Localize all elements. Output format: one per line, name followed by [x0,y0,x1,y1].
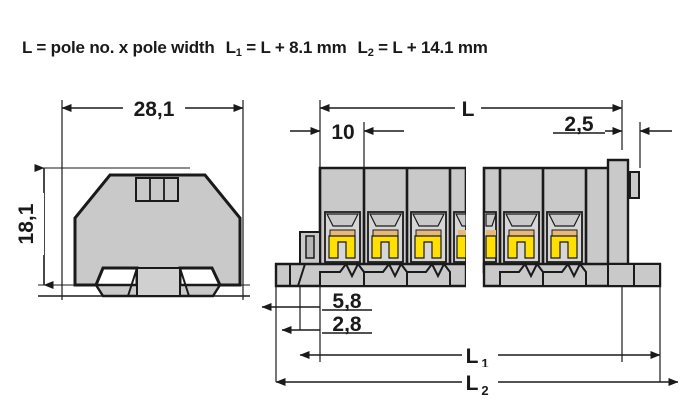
side-view-housing [73,173,242,287]
side-view-top-marking [135,177,179,202]
dim-label-pole-width: 10 [331,121,354,144]
formula-l2-rest: = L + 14.1 mm [378,38,488,57]
clamp-unit [410,211,447,263]
clamp-unit [367,211,404,263]
clamp-unit-partial [483,211,497,263]
clamp-unit-partial [453,211,467,263]
clamp-unit [503,211,540,263]
end-plate-tab [629,171,640,199]
dim-label-width-281: 28,1 [134,98,175,121]
end-plate [606,158,630,274]
formula-l1-rest: = L + 8.1 mm [246,38,347,57]
pole-group-left [274,166,468,288]
dim-label-58: 5,8 [332,290,362,313]
dim-label-L1-subscript: 1 [481,356,488,371]
formula-pole-width: L = pole no. x pole width [22,38,215,57]
clamp-unit [324,211,361,263]
front-view-group: L 10 2,5 [261,95,679,398]
side-view-group: 28,1 18,1 [15,95,250,300]
dim-label-overall-L: L [462,98,475,121]
formula-l1-base: L [225,38,236,57]
dim-label-28: 2,8 [332,313,362,336]
dim-label-height-181: 18,1 [15,203,38,244]
formula-l1-subscript: 1 [235,47,242,59]
side-view-rail-notch [136,267,181,297]
dim-label-L2-subscript: 2 [481,383,488,398]
formula-l2-subscript: 2 [367,47,374,59]
clamp-unit [546,211,583,263]
pole-group-right [482,158,662,288]
dim-label-end-25: 2,5 [564,113,594,136]
dim-label-L1: L [466,345,479,368]
dim-label-L2: L [466,372,479,395]
formula-l2-base: L [357,38,368,57]
break-gap [466,160,484,290]
